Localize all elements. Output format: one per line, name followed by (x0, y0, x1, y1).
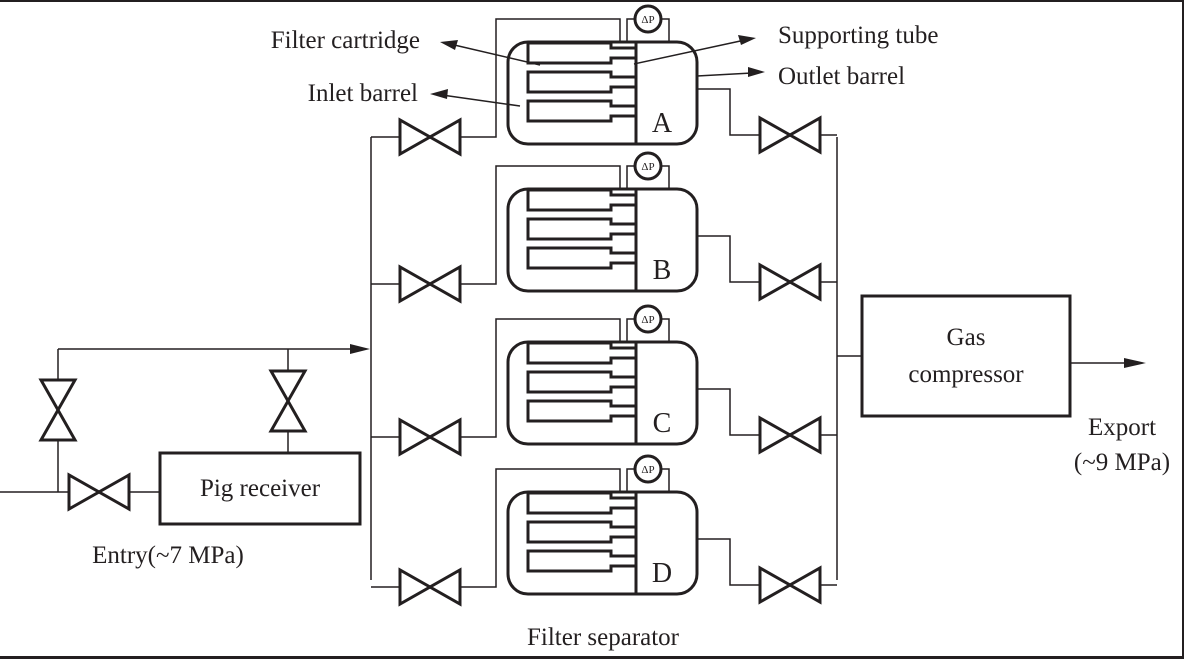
filter-cartridge-2 (526, 70, 636, 94)
gauge-tap-left (626, 18, 636, 42)
inlet-barrel-label: Inlet barrel (308, 80, 418, 107)
gauge-tap-right (660, 318, 670, 342)
differential-pressure-gauge-b[interactable] (633, 151, 663, 181)
compressor-label-line2: compressor (908, 361, 1024, 388)
gauge-tap-left (626, 165, 636, 189)
pig-receiver-label: Pig receiver (200, 475, 321, 502)
filter-cartridge-1 (526, 341, 636, 365)
gas-compressor-box[interactable] (860, 294, 1072, 418)
export-arrow (1124, 358, 1146, 368)
export-label-line2: (~9 MPa) (1074, 449, 1170, 476)
outlet-barrel-label: Outlet barrel (778, 63, 905, 90)
filter-separator-b[interactable]: ΔP B (371, 151, 837, 303)
outlet-branch-pipe (697, 388, 760, 436)
pig-receiver-box[interactable] (158, 451, 362, 526)
unit-label-d: D (652, 558, 672, 589)
inlet-valve-b[interactable] (398, 265, 462, 303)
supporting-tube-label: Supporting tube (778, 22, 938, 49)
compressor-section: Gas compressor Export (~9 MPa) (837, 294, 1170, 476)
gauge-label: ΔP (641, 161, 654, 173)
entry-valve[interactable] (67, 473, 131, 511)
gauge-tap-left (626, 318, 636, 342)
outlet-barrel-arrowhead (748, 67, 765, 77)
inlet-riser-pipe (460, 165, 621, 285)
flow-arrow (350, 344, 370, 354)
unit-label-c: C (653, 408, 672, 439)
supporting-tube-arrowhead (738, 35, 756, 45)
filter-separator-c[interactable]: ΔP C (371, 304, 837, 456)
filter-cartridge-2 (526, 520, 636, 544)
outlet-branch-pipe (697, 88, 760, 136)
outlet-valve-d[interactable] (758, 566, 822, 604)
filter-cartridge-leader (449, 43, 541, 66)
filter-cartridge-3 (526, 549, 636, 573)
inlet-valve-a[interactable] (398, 118, 462, 156)
export-label-line1: Export (1088, 414, 1156, 441)
filter-separator-a[interactable]: ΔP A (371, 4, 837, 156)
outlet-barrel-leader (696, 72, 753, 77)
outlet-valve-a[interactable] (758, 116, 822, 154)
outlet-valve-c[interactable] (758, 416, 822, 454)
inlet-riser-pipe (460, 468, 621, 588)
outlet-valve-b[interactable] (758, 263, 822, 301)
differential-pressure-gauge-c[interactable] (633, 304, 663, 334)
filter-separator-units: ΔP A ΔP B ΔP C ΔP D (371, 4, 837, 606)
filter-cartridge-2 (526, 217, 636, 241)
gauge-label: ΔP (641, 464, 654, 476)
inlet-riser-pipe (460, 18, 621, 138)
differential-pressure-gauge-d[interactable] (633, 454, 663, 484)
filter-cartridge-2 (526, 370, 636, 394)
gauge-label: ΔP (641, 314, 654, 326)
entry-section: Pig receiver Entry(~7 MPa) (0, 344, 370, 569)
filter-cartridge-arrowhead (440, 40, 458, 50)
filter-cartridge-1 (526, 491, 636, 515)
differential-pressure-gauge-a[interactable] (633, 4, 663, 34)
gauge-tap-right (660, 468, 670, 492)
filter-cartridge-1 (526, 188, 636, 212)
bypass-valve[interactable] (39, 378, 77, 442)
inlet-barrel-arrowhead (430, 89, 448, 99)
filter-separator-d[interactable]: ΔP D (371, 454, 837, 606)
unit-label-a: A (652, 108, 673, 139)
inlet-valve-d[interactable] (398, 568, 462, 606)
inlet-barrel-leader (441, 94, 521, 107)
filter-cartridge-label: Filter cartridge (271, 27, 420, 54)
unit-label-b: B (653, 255, 672, 286)
annotations: Filter cartridge Inlet barrel Supporting… (271, 22, 939, 107)
filter-cartridge-1 (526, 41, 636, 65)
filter-cartridge-3 (526, 99, 636, 123)
filter-cartridge-3 (526, 246, 636, 270)
filter-separator-caption: Filter separator (527, 624, 680, 651)
inlet-riser-pipe (460, 318, 621, 438)
pig-receiver-outlet-valve[interactable] (269, 369, 307, 433)
gauge-tap-left (626, 468, 636, 492)
filter-cartridge-3 (526, 399, 636, 423)
compressor-label-line1: Gas (947, 324, 986, 351)
gauge-tap-right (660, 18, 670, 42)
gauge-label: ΔP (641, 14, 654, 26)
supporting-tube-leader (633, 39, 746, 65)
inlet-valve-c[interactable] (398, 418, 462, 456)
outlet-branch-pipe (697, 538, 760, 586)
outlet-branch-pipe (697, 235, 760, 283)
entry-label: Entry(~7 MPa) (92, 542, 244, 569)
gauge-tap-right (660, 165, 670, 189)
